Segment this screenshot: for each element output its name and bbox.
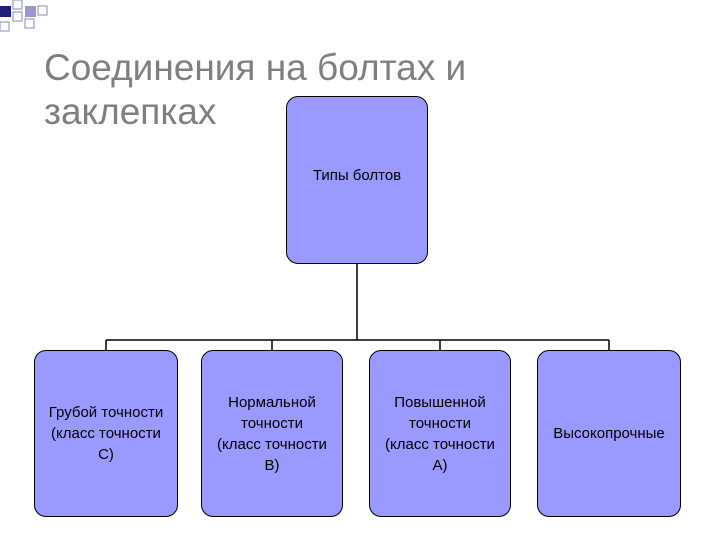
child-node-2-line-1: Нормальной bbox=[228, 393, 316, 411]
child-node-2-line-4: В) bbox=[264, 456, 280, 474]
slide-title: Соединения на болтах и заклепках bbox=[44, 46, 564, 134]
child-node-2-line-3: (класс точности bbox=[217, 435, 327, 453]
root-node-label: Типы болтов bbox=[312, 166, 402, 184]
child-node-4-line-1: Высокопрочные bbox=[553, 425, 665, 442]
child-node-3-line-4: А) bbox=[432, 456, 448, 474]
child-node-3-line-1: Повышенной bbox=[394, 393, 486, 411]
child-node-1-line-3: С) bbox=[98, 446, 114, 463]
slide-title-line-2: заклепках bbox=[44, 91, 217, 132]
child-node-1-line-2: (класс точности bbox=[51, 425, 161, 442]
child-node-3-line-3: (класс точности bbox=[385, 435, 495, 453]
slide-title-line-1: Соединения на болтах и bbox=[44, 47, 467, 88]
child-node-1-line-1: Грубой точности bbox=[48, 404, 164, 421]
child-node-increased-precision: Повышенной точности (класс точности А) bbox=[369, 350, 511, 517]
child-node-normal-precision: Нормальной точности (класс точности В) bbox=[201, 350, 343, 517]
child-node-rough-precision: Грубой точности (класс точности С) bbox=[34, 350, 178, 517]
child-node-high-strength: Высокопрочные bbox=[537, 350, 681, 517]
child-node-2-line-2: точности bbox=[241, 414, 303, 432]
corner-decoration-squares bbox=[0, 0, 48, 32]
root-node-bolt-types: Типы болтов bbox=[286, 96, 428, 264]
child-node-3-line-2: точности bbox=[409, 414, 471, 432]
